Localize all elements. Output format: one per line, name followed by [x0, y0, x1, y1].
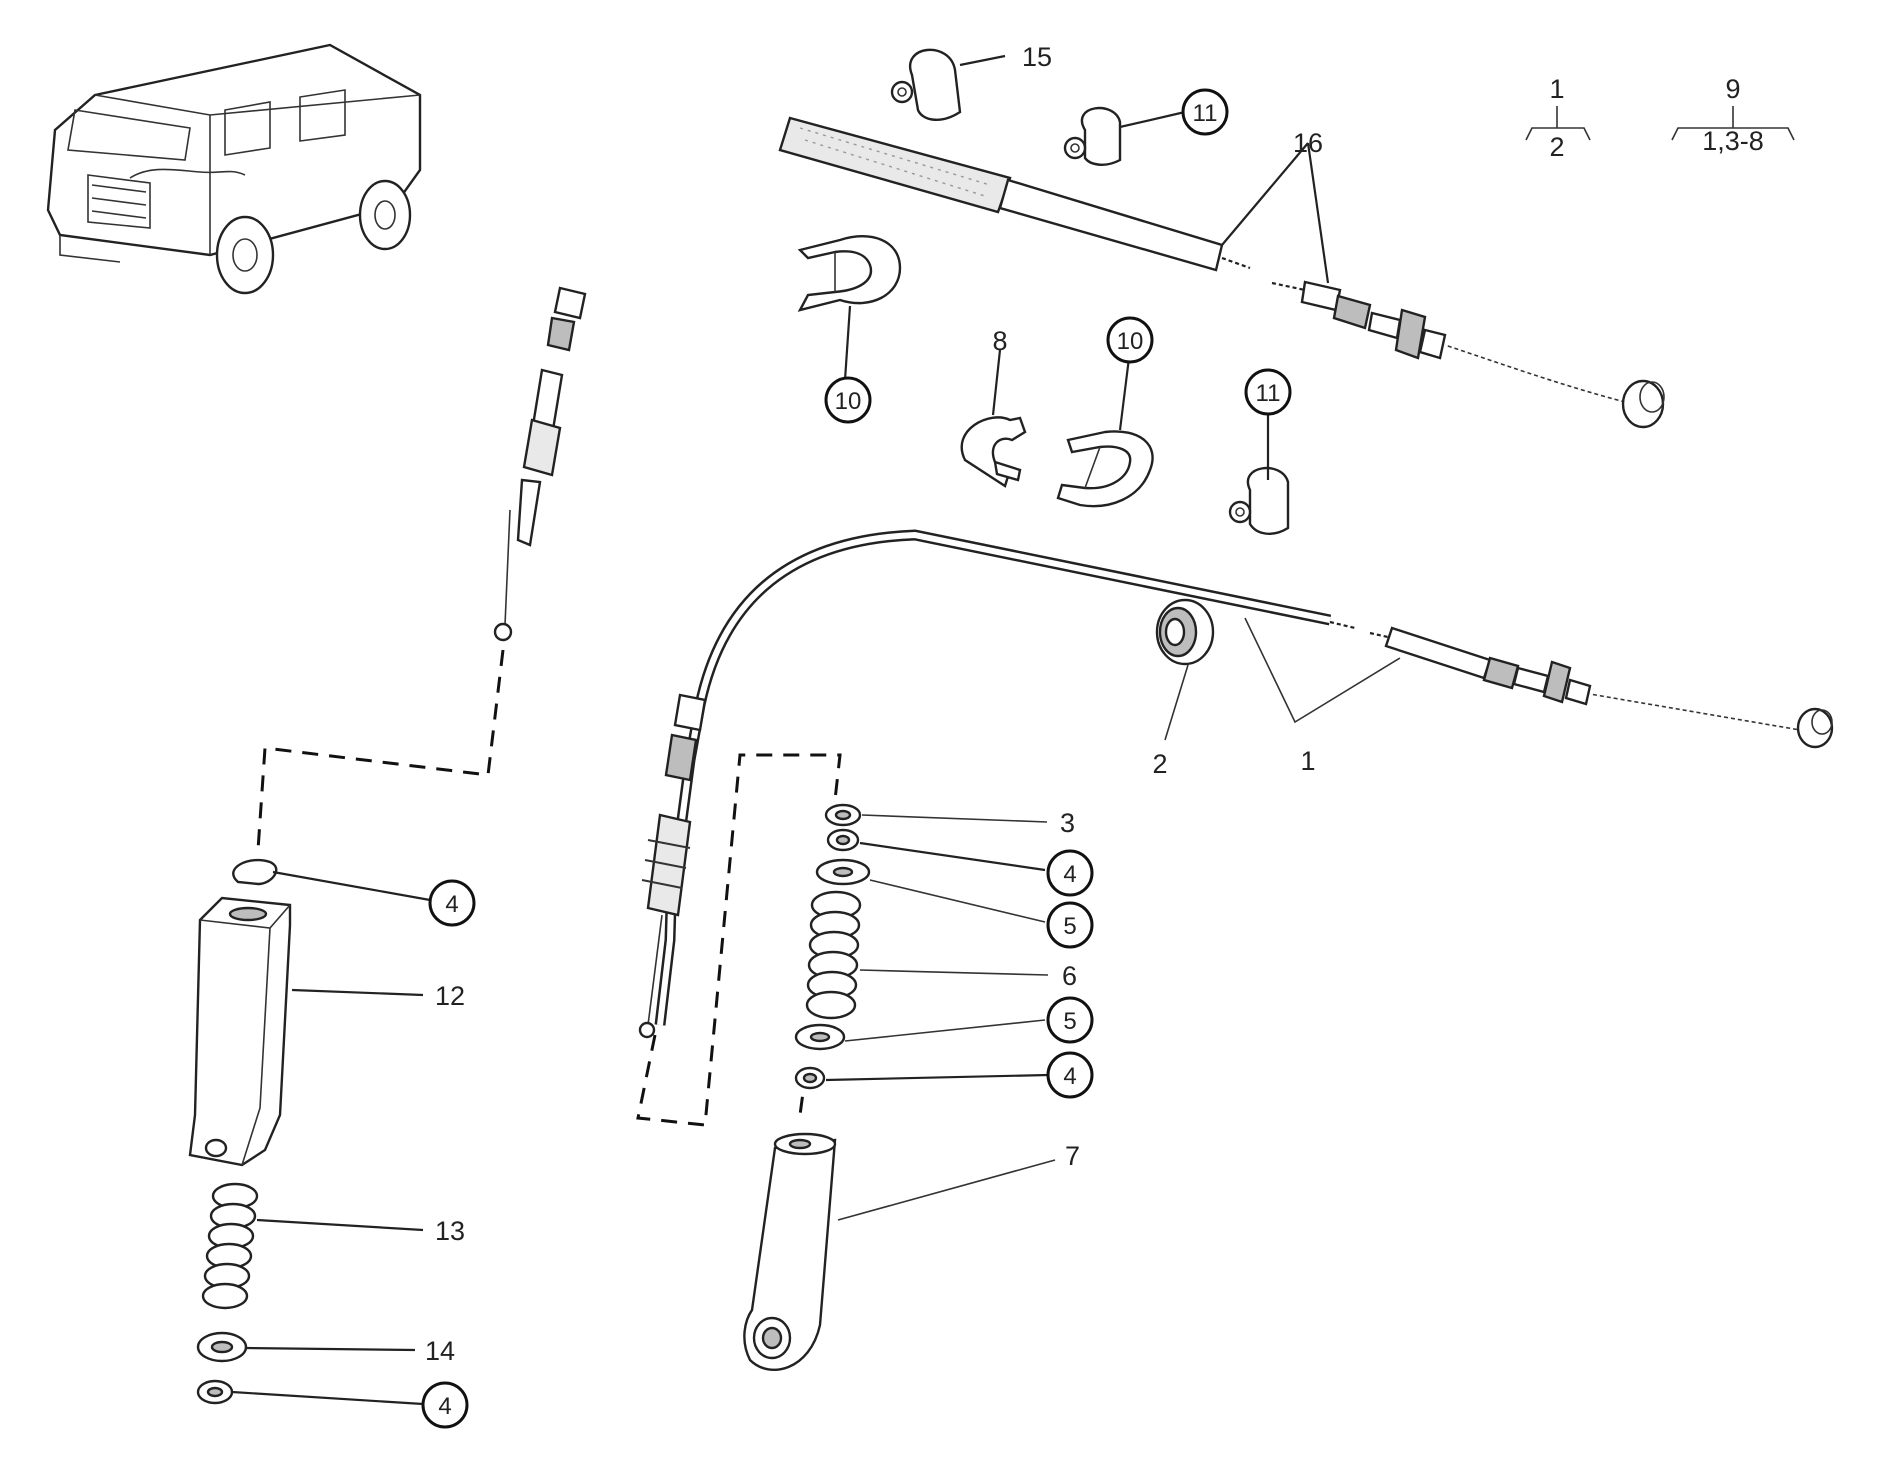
- guide-left: [256, 649, 505, 851]
- nut-part-4-left: [196, 1379, 234, 1405]
- callout-6: 6: [1062, 961, 1077, 991]
- washer-part-5-bottom: [794, 1023, 846, 1051]
- callout-10-middle: 10: [1106, 316, 1154, 364]
- callout-2: 2: [1152, 749, 1167, 779]
- clip-part-8: [960, 416, 1027, 488]
- callout-3: 3: [1060, 808, 1075, 838]
- svg-text:10: 10: [1117, 328, 1144, 355]
- sleeve-part-7: [743, 1132, 837, 1371]
- svg-text:5: 5: [1063, 913, 1076, 940]
- svg-text:4: 4: [1063, 1063, 1076, 1090]
- svg-text:12: 12: [435, 981, 465, 1011]
- vehicle-illustration: [46, 43, 422, 295]
- legend-group-b: 9 1,3-8: [1671, 74, 1795, 156]
- grommet-part-2: [1155, 598, 1215, 666]
- lower-cable-assembly: [638, 529, 1834, 1039]
- svg-text:6: 6: [1062, 961, 1077, 991]
- clip-part-10-middle: [1056, 430, 1154, 508]
- legend-b-top: 9: [1725, 74, 1740, 104]
- svg-text:2: 2: [1152, 749, 1167, 779]
- svg-text:10: 10: [835, 388, 862, 415]
- clip-part-11-top: [1063, 106, 1122, 166]
- svg-text:5: 5: [1063, 1008, 1076, 1035]
- svg-text:4: 4: [438, 1393, 451, 1420]
- callout-12: 12: [435, 981, 465, 1011]
- svg-text:4: 4: [1063, 861, 1076, 888]
- svg-text:16: 16: [1293, 128, 1323, 158]
- callout-11-top: 11: [1181, 88, 1229, 136]
- callout-4-left-bottom: 4: [421, 1381, 469, 1429]
- sleeve-part-12: [188, 896, 292, 1167]
- clip-part-11-middle: [1228, 466, 1290, 535]
- legend-a-top: 1: [1549, 74, 1564, 104]
- clip-part-10-top: [797, 235, 902, 312]
- callout-11-middle: 11: [1244, 368, 1292, 416]
- callout-5-top: 5: [1046, 901, 1094, 949]
- svg-text:3: 3: [1060, 808, 1075, 838]
- callout-4-left-top: 4: [428, 879, 476, 927]
- washer-part-3: [824, 803, 862, 827]
- spring-part-6: [805, 890, 862, 1020]
- clip-part-15: [890, 48, 962, 121]
- spring-part-13: [201, 1182, 259, 1310]
- callout-4-mid-bottom: 4: [1046, 1051, 1094, 1099]
- callout-15: 15: [1022, 42, 1052, 72]
- guide-middle: [636, 753, 842, 1127]
- washer-part-14: [196, 1331, 248, 1363]
- svg-text:7: 7: [1065, 1141, 1080, 1171]
- svg-text:14: 14: [425, 1336, 455, 1366]
- callout-4-mid-top: 4: [1046, 849, 1094, 897]
- svg-text:8: 8: [992, 326, 1007, 356]
- svg-text:11: 11: [1256, 380, 1281, 407]
- callout-16: 16: [1293, 128, 1323, 158]
- nut-part-4-mid-top: [826, 828, 860, 852]
- callout-14: 14: [425, 1336, 455, 1366]
- svg-text:13: 13: [435, 1216, 465, 1246]
- callout-7: 7: [1065, 1141, 1080, 1171]
- callout-10-top: 10: [824, 376, 872, 424]
- svg-text:15: 15: [1022, 42, 1052, 72]
- callout-13: 13: [435, 1216, 465, 1246]
- upper-cable-assembly: [493, 116, 1665, 642]
- legend-group-a: 1 2: [1525, 74, 1591, 162]
- retainer-part-4-left: [232, 858, 278, 886]
- leader-lines: [231, 54, 1401, 1406]
- legend-b-bottom: 1,3-8: [1702, 126, 1764, 156]
- callout-1: 1: [1300, 746, 1315, 776]
- svg-text:4: 4: [445, 891, 458, 918]
- svg-text:11: 11: [1193, 100, 1218, 127]
- washer-part-5-top: [815, 858, 871, 886]
- callout-5-bottom: 5: [1046, 996, 1094, 1044]
- legend-a-bottom: 2: [1549, 132, 1564, 162]
- nut-part-4-mid-bottom: [794, 1066, 826, 1090]
- svg-text:1: 1: [1300, 746, 1315, 776]
- callout-8: 8: [992, 326, 1007, 356]
